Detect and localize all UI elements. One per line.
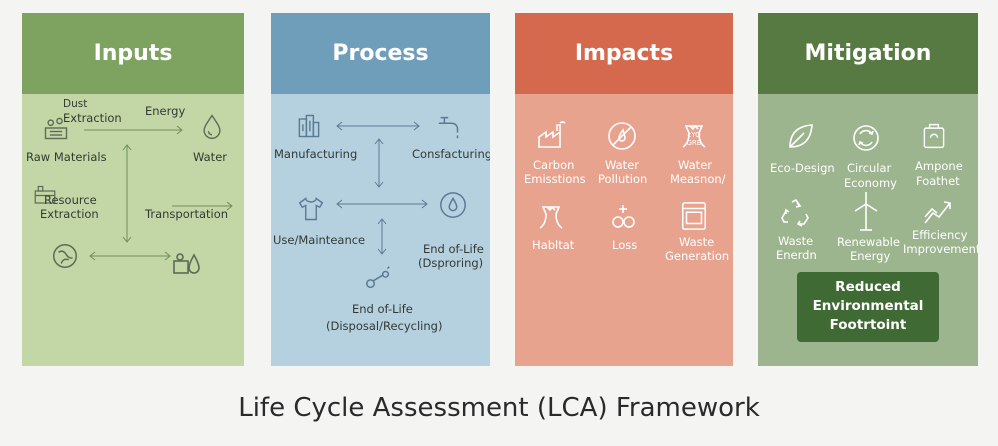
process-body: Manufacturing Consfacturing Use/Maintean… [271, 94, 490, 366]
end-of-life-b-label-2: (Disposal/Recycling) [326, 319, 443, 333]
efficiency-chart-icon [922, 195, 954, 227]
footprint-line-3: Footrtoint [829, 317, 907, 333]
water-label: Water [193, 150, 227, 164]
loss-icon [607, 201, 639, 233]
process-panel: Process Manufacturing Consfacturing Use/… [271, 13, 490, 366]
inputs-panel: Inputs Raw Materials Water Dust Extracti… [22, 13, 244, 366]
ampone-label-1: Ampone [915, 159, 963, 173]
impacts-heading: Impacts [515, 13, 733, 94]
factory-icon [32, 182, 58, 206]
raw-materials-icon [42, 114, 70, 142]
transportation-icon [170, 247, 202, 279]
resource-label-1: Resource [44, 193, 97, 207]
resource-label-2: Extraction [40, 207, 99, 221]
end-of-life-a-label-2: (Dsproring) [418, 256, 484, 270]
waste-generation-label-2: Generation [665, 249, 730, 263]
waste-generation-label-1: Waste [679, 235, 715, 249]
carbon-factory-icon [535, 119, 567, 151]
recycling-tool-icon [363, 263, 393, 293]
mitigation-heading: Mitigation [758, 13, 978, 94]
water-pollution-label-2: Pollution [598, 172, 648, 186]
consfacturing-label: Consfacturing [412, 147, 490, 161]
circular-label-2: Economy [844, 176, 897, 190]
leaf-icon [784, 121, 816, 153]
end-of-life-a-label-1: End of-Life [423, 242, 484, 256]
use-shirt-icon [297, 195, 325, 223]
circular-label-1: Circular [847, 161, 892, 175]
ampone-label-2: Foathet [916, 174, 960, 188]
habitat-label: Habltat [532, 238, 575, 252]
carbon-label-2: Emisstions [524, 172, 586, 186]
inputs-body: Raw Materials Water Dust Extraction Ener… [22, 94, 244, 366]
dust-label-1: Dust [63, 98, 88, 110]
renewable-energy-label-2: Energy [850, 249, 891, 263]
faucet-icon [435, 112, 465, 142]
reduced-footprint-box: Reduced Environmental Footrtoint [797, 272, 939, 342]
waste-energy-label-2: Enerdn [776, 248, 817, 262]
energy-label: Energy [145, 104, 186, 118]
use-label: Use/Mainteance [273, 233, 366, 247]
end-of-life-circle-icon [438, 190, 468, 220]
water-measure-label-1: Water [678, 158, 712, 172]
impacts-panel: Impacts Carbon Emisstions Water Pollutio… [515, 13, 733, 366]
transportation-label: Transportation [145, 207, 229, 221]
resource-globe-icon [50, 241, 80, 271]
manufacturing-building-icon [295, 112, 323, 140]
footprint-line-1: Reduced [835, 279, 901, 295]
dust-label-2: Extraction [63, 111, 122, 125]
water-measure-label-2: Measnon/ [670, 172, 726, 186]
end-of-life-b-label-1: End of-Life [352, 302, 413, 316]
manufacturing-label: Manufacturing [274, 147, 358, 161]
habitat-stump-icon [535, 200, 567, 232]
renewable-energy-label-1: Renewable [837, 235, 900, 249]
mitigation-panel: Mitigation Eco-Design Circular Economy A… [758, 13, 978, 366]
recycle-arrows-icon [780, 196, 812, 228]
raw-materials-label: Raw Materials [26, 150, 107, 164]
waste-bin-icon [679, 199, 709, 233]
water-pollution-label-1: Water [605, 158, 639, 172]
mitigation-body: Eco-Design Circular Economy Ampone Foath… [758, 94, 978, 366]
loss-label: Loss [612, 238, 638, 252]
page-title: Life Cycle Assessment (LCA) Framework [238, 393, 760, 423]
efficiency-label-2: Improvement [903, 242, 978, 256]
recycle-globe-icon [850, 122, 882, 154]
wind-turbine-icon [850, 190, 882, 232]
inputs-heading: Inputs [22, 13, 244, 94]
water-pollution-icon [606, 120, 638, 152]
footprint-line-2: Environmental [812, 298, 924, 314]
waste-energy-label-1: Waste [778, 234, 814, 248]
impacts-body: Carbon Emisstions Water Pollution Water … [515, 94, 733, 366]
process-heading: Process [271, 13, 490, 94]
bin-icon [920, 121, 948, 151]
water-drop-icon [198, 112, 226, 140]
eco-design-label: Eco-Design [770, 161, 835, 175]
waste-bin-text: cYO GRB [686, 131, 702, 147]
efficiency-label-1: Efficiency [912, 228, 968, 242]
tree-stump-icon [678, 119, 710, 151]
carbon-label-1: Carbon [533, 158, 575, 172]
